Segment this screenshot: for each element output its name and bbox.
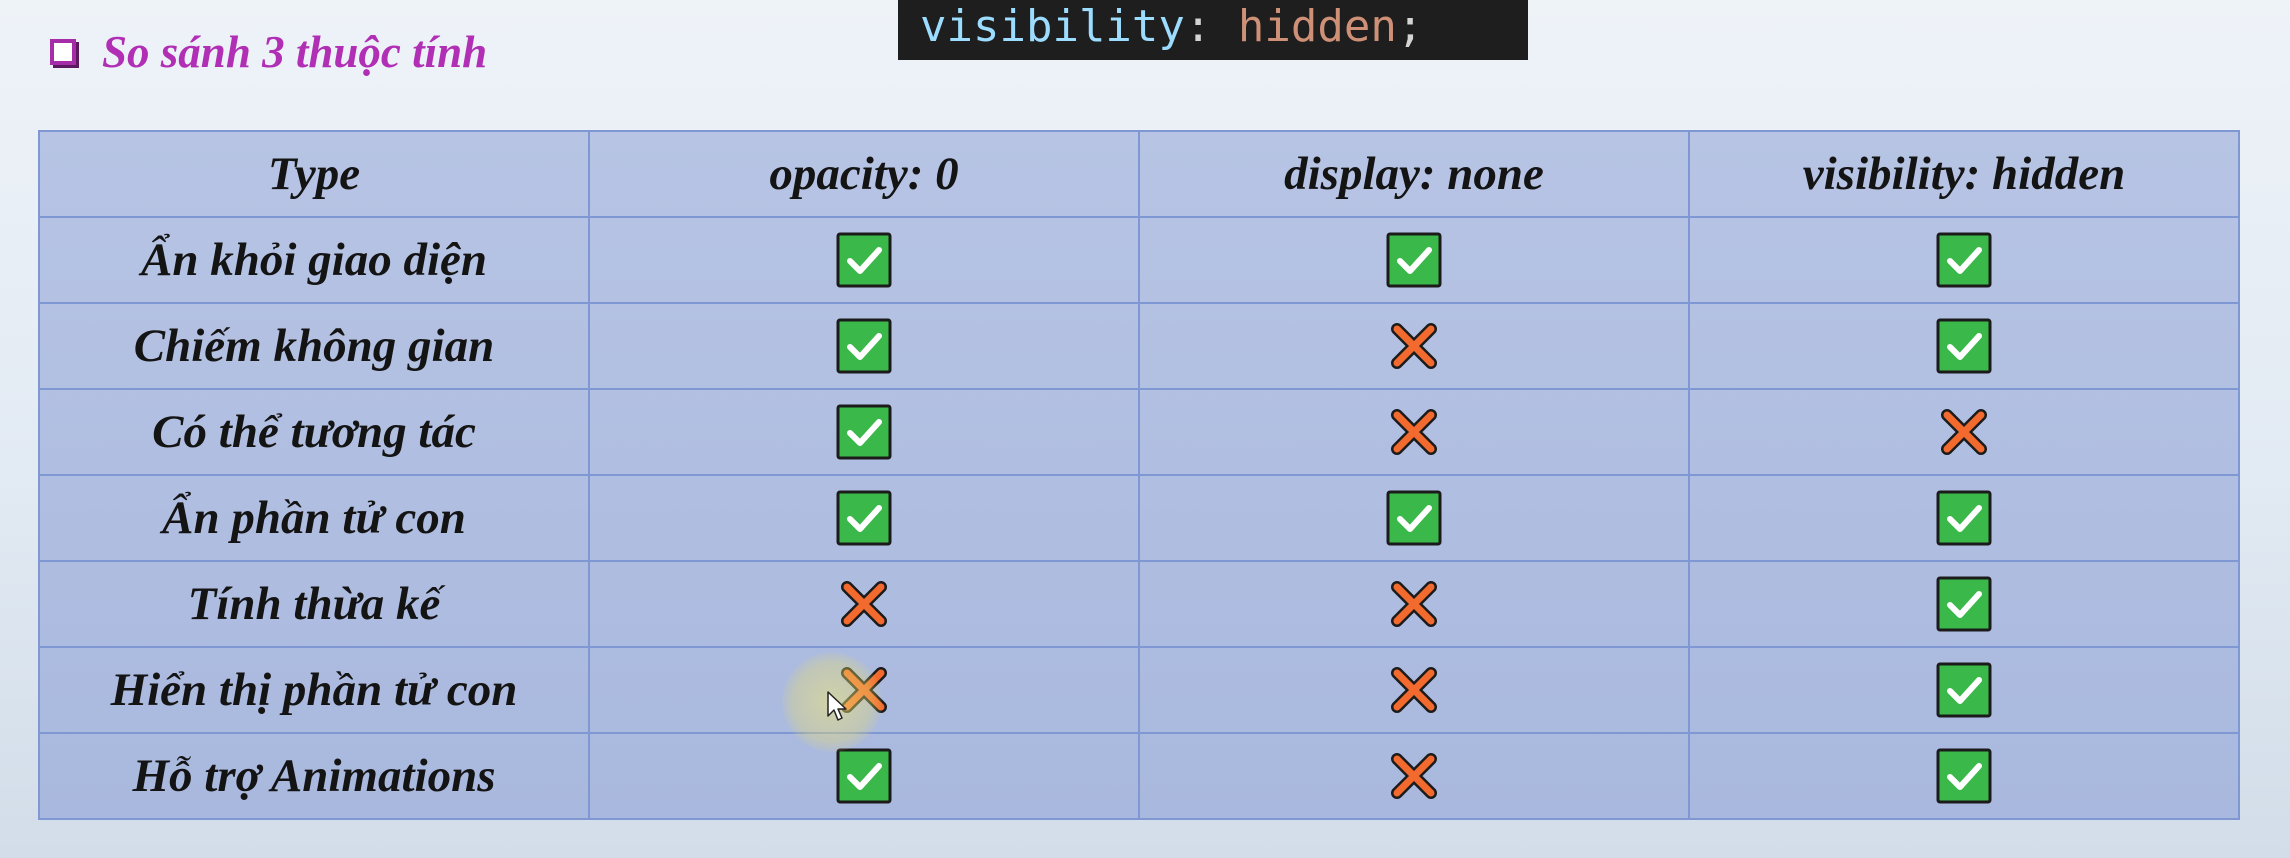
check-icon <box>836 490 892 546</box>
cell-visibility <box>1688 560 2240 648</box>
cell-display <box>1138 216 1690 304</box>
code-value: hidden <box>1237 1 1397 52</box>
cell-display <box>1138 646 1690 734</box>
check-icon <box>836 318 892 374</box>
comparison-table: Type opacity: 0 display: none visibility… <box>38 130 2240 820</box>
row-label: Hỗ trợ Animations <box>38 732 590 820</box>
row-label: Hiển thị phần tử con <box>38 646 590 734</box>
cross-icon <box>1386 318 1442 374</box>
code-semicolon: ; <box>1396 1 1424 52</box>
table-header-row: Type opacity: 0 display: none visibility… <box>38 130 2240 218</box>
header-display: display: none <box>1138 130 1690 218</box>
cross-icon <box>1386 404 1442 460</box>
cell-opacity <box>588 388 1140 476</box>
check-icon <box>1936 318 1992 374</box>
checkbox-square-icon <box>50 39 76 65</box>
section-heading: So sánh 3 thuộc tính <box>50 20 487 84</box>
cell-display <box>1138 388 1690 476</box>
cell-display <box>1138 474 1690 562</box>
cell-opacity <box>588 474 1140 562</box>
cell-display <box>1138 560 1690 648</box>
table-row: Hiển thị phần tử con <box>38 646 2240 734</box>
check-icon <box>1386 232 1442 288</box>
code-banner: visibility: hidden; <box>898 0 1528 60</box>
check-icon <box>836 232 892 288</box>
cross-icon <box>1386 662 1442 718</box>
header-visibility: visibility: hidden <box>1688 130 2240 218</box>
cell-visibility <box>1688 388 2240 476</box>
code-colon: : <box>1184 1 1212 52</box>
check-icon <box>1936 490 1992 546</box>
check-icon <box>1936 232 1992 288</box>
row-label: Chiếm không gian <box>38 302 590 390</box>
cell-opacity <box>588 560 1140 648</box>
cross-icon <box>1386 576 1442 632</box>
cell-display <box>1138 302 1690 390</box>
check-icon <box>1936 748 1992 804</box>
cell-display <box>1138 732 1690 820</box>
table-row: Ẩn khỏi giao diện <box>38 216 2240 304</box>
header-opacity: opacity: 0 <box>588 130 1140 218</box>
cell-opacity <box>588 732 1140 820</box>
table-row: Có thể tương tác <box>38 388 2240 476</box>
header-type: Type <box>38 130 590 218</box>
row-label: Có thể tương tác <box>38 388 590 476</box>
section-title: So sánh 3 thuộc tính <box>102 27 488 77</box>
row-label: Ẩn khỏi giao diện <box>38 216 590 304</box>
cell-visibility <box>1688 732 2240 820</box>
check-icon <box>1936 662 1992 718</box>
cell-visibility <box>1688 302 2240 390</box>
cell-opacity <box>588 646 1140 734</box>
cell-opacity <box>588 216 1140 304</box>
cross-icon <box>836 576 892 632</box>
code-property: visibility <box>920 1 1185 52</box>
row-label: Tính thừa kế <box>38 560 590 648</box>
cell-visibility <box>1688 646 2240 734</box>
check-icon <box>836 404 892 460</box>
check-icon <box>1936 576 1992 632</box>
cell-visibility <box>1688 216 2240 304</box>
check-icon <box>836 748 892 804</box>
cross-icon <box>1936 404 1992 460</box>
table-row: Tính thừa kế <box>38 560 2240 648</box>
check-icon <box>1386 490 1442 546</box>
row-label: Ẩn phần tử con <box>38 474 590 562</box>
cross-icon <box>1386 748 1442 804</box>
table-row: Hỗ trợ Animations <box>38 732 2240 820</box>
cell-opacity <box>588 302 1140 390</box>
table-row: Ẩn phần tử con <box>38 474 2240 562</box>
cross-icon <box>836 662 892 718</box>
table-row: Chiếm không gian <box>38 302 2240 390</box>
cell-visibility <box>1688 474 2240 562</box>
